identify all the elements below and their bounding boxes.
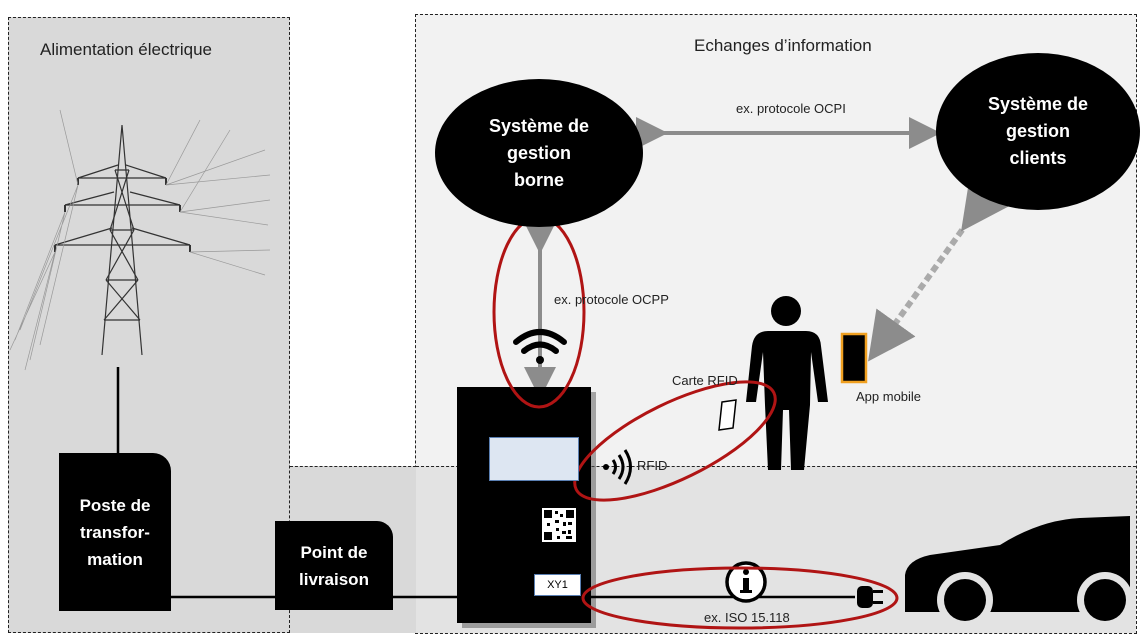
ocpp-label: ex. protocole OCPP (554, 292, 669, 307)
ocpi-label: ex. protocole OCPI (736, 101, 846, 116)
smartphone-icon (840, 332, 868, 384)
iso-highlight (581, 566, 899, 630)
info-icon (725, 561, 767, 603)
charge-point-management-system: Système de gestion borne (435, 79, 643, 227)
rfid-label: RFID (637, 458, 668, 473)
rfid-card-icon (718, 399, 737, 431)
car-icon (905, 516, 1133, 628)
pylon-icon (9, 109, 271, 371)
information-exchange-title: Echanges d’information (694, 36, 872, 55)
plug-icon (857, 586, 883, 608)
wifi-icon (513, 329, 567, 364)
delivery-point: Point de livraison (275, 521, 393, 610)
rfid-highlight (573, 380, 777, 502)
power-supply-title: Alimentation électrique (40, 40, 212, 59)
qr-code-icon (542, 508, 576, 542)
station-display (489, 437, 579, 481)
iso-label: ex. ISO 15.118 (704, 610, 790, 625)
app-arrow (868, 178, 1009, 362)
person-icon (746, 296, 828, 470)
transformer-substation: Poste de transfor- mation (59, 453, 171, 611)
customer-management-system: Système de gestion clients (936, 53, 1140, 210)
rfid-waves-icon (603, 449, 632, 485)
mobile-app-label: App mobile (856, 389, 922, 404)
rfid-card-label: Carte RFID (672, 373, 738, 388)
station-id-tag: XY1 (534, 574, 581, 596)
